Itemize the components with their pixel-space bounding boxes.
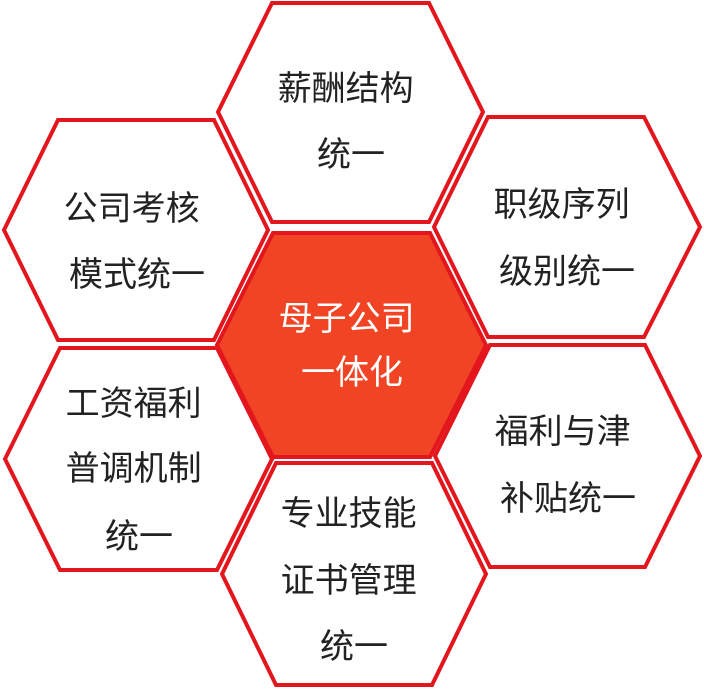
hex-bottom-line-1: 专业技能 xyxy=(281,494,417,534)
hex-upper-right-line-2: 级别统一 xyxy=(499,252,635,292)
hex-upper-right-label: 职级序列 级别统一 xyxy=(494,185,641,292)
hex-lower-right: 福利与津 补贴统一 xyxy=(432,343,703,569)
hex-center: 母子公司 一体化 xyxy=(214,231,489,459)
hex-top-line-2: 统一 xyxy=(317,135,385,175)
hex-center-label: 母子公司 一体化 xyxy=(279,299,426,393)
hex-lower-left-line-2: 普调机制 xyxy=(66,449,202,489)
hex-lower-right-shape xyxy=(432,343,703,569)
hex-upper-right-line-1: 职级序列 xyxy=(494,185,630,225)
hex-bottom: 专业技能 证书管理 统一 xyxy=(219,461,489,687)
hex-upper-left-shape xyxy=(1,118,271,342)
hex-center-shape xyxy=(214,231,489,459)
hex-top: 薪酬结构 统一 xyxy=(215,1,486,224)
hex-bottom-line-3: 统一 xyxy=(320,627,388,667)
hex-center-line-1: 母子公司 xyxy=(279,299,415,339)
hex-upper-right-shape xyxy=(431,115,703,339)
hex-bottom-label: 专业技能 证书管理 统一 xyxy=(281,494,428,667)
hex-upper-left-line-1: 公司考核 xyxy=(64,189,200,229)
hex-lower-right-label: 福利与津 补贴统一 xyxy=(495,412,642,519)
hex-top-line-1: 薪酬结构 xyxy=(278,69,414,109)
hex-lower-left-label: 工资福利 普调机制 统一 xyxy=(66,384,213,557)
hex-center-line-2: 一体化 xyxy=(301,353,403,393)
hex-lower-right-line-1: 福利与津 xyxy=(495,412,631,452)
hex-top-shape xyxy=(215,1,486,224)
hex-lower-left: 工资福利 普调机制 统一 xyxy=(2,346,275,572)
hex-upper-right: 职级序列 级别统一 xyxy=(431,115,703,339)
hex-bottom-line-2: 证书管理 xyxy=(281,561,417,601)
hex-lower-left-line-1: 工资福利 xyxy=(66,384,202,424)
hex-upper-left: 公司考核 模式统一 xyxy=(1,118,271,342)
hex-lower-right-line-2: 补贴统一 xyxy=(500,479,636,519)
hex-lower-left-line-3: 统一 xyxy=(105,517,173,557)
hex-bottom-shape xyxy=(219,461,489,687)
hex-top-label: 薪酬结构 统一 xyxy=(278,69,425,175)
hex-upper-left-line-2: 模式统一 xyxy=(69,255,205,295)
hex-upper-left-label: 公司考核 模式统一 xyxy=(64,189,211,295)
hex-lower-left-shape xyxy=(2,346,275,572)
